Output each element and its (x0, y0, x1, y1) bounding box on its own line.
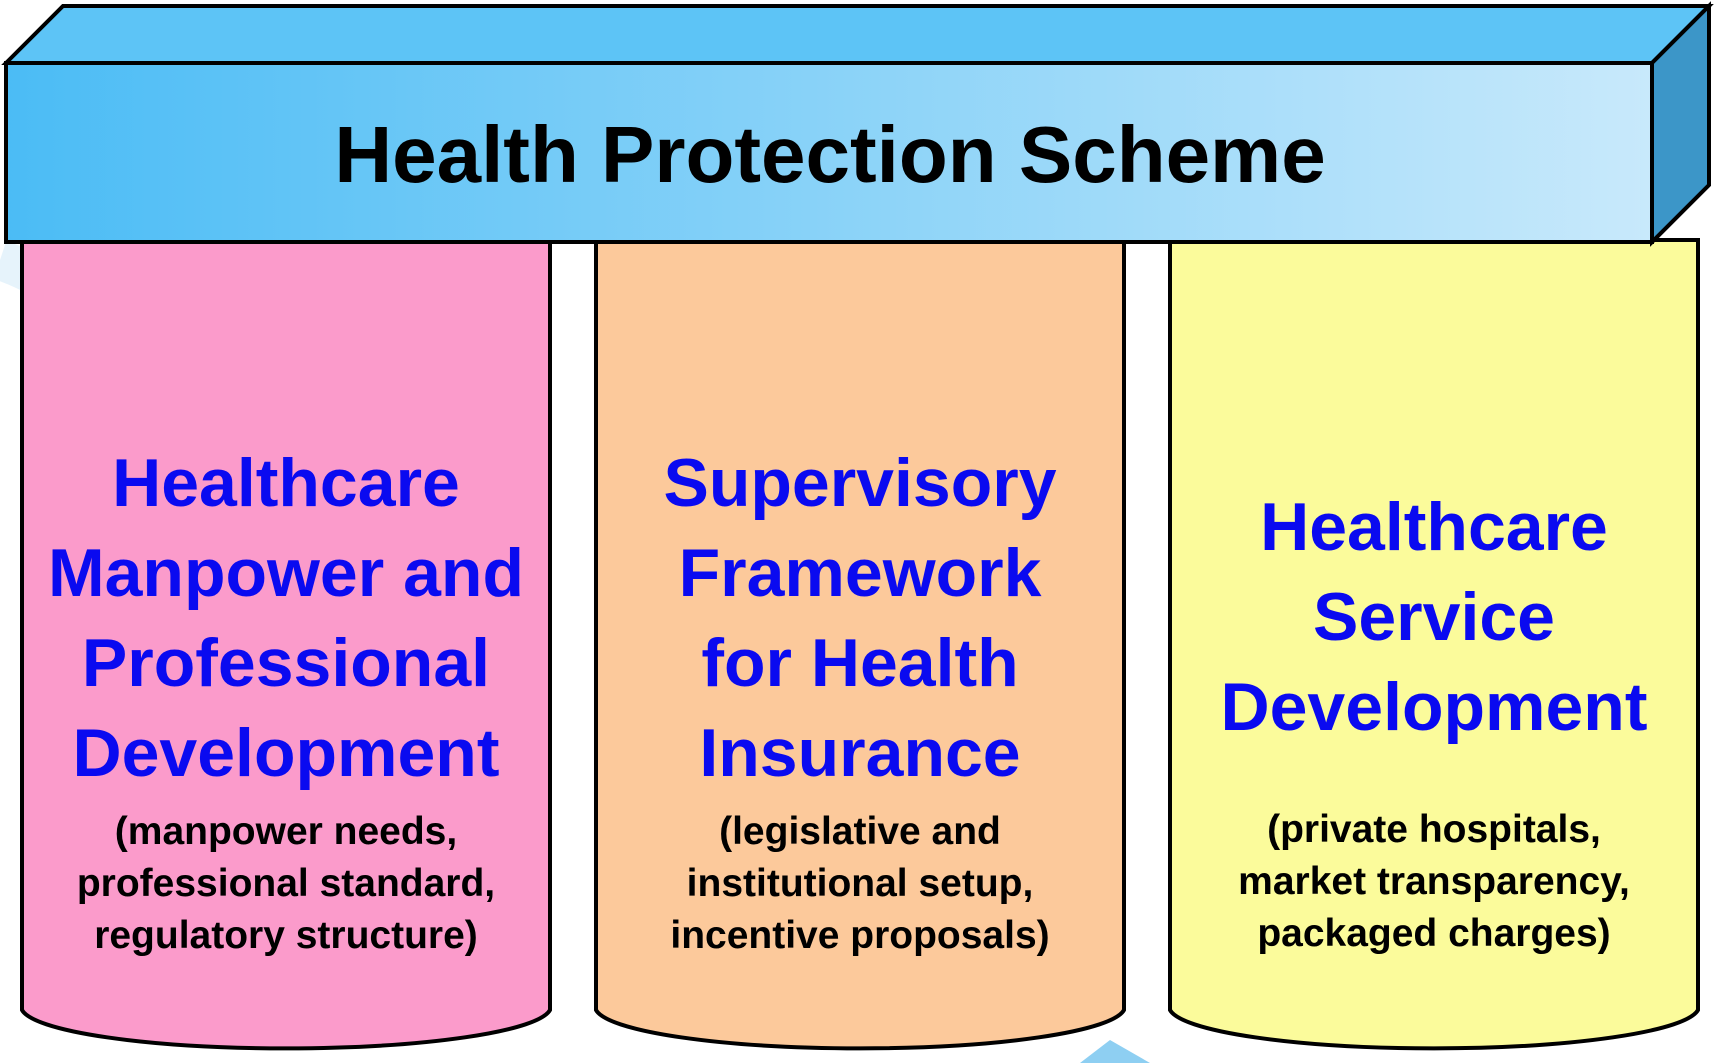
beam-top-face (1, 4, 1714, 65)
pillar-1-title: Healthcare Manpower and Professional Dev… (47, 445, 525, 791)
background-corner-mark (1080, 1040, 1150, 1063)
pillar-1-text: Healthcare Manpower and Professional Dev… (22, 438, 550, 962)
pillar-2-text: Supervisory Framework for Health Insuran… (596, 438, 1124, 962)
beam-title: Health Protection Scheme (334, 110, 1326, 199)
pillar-3-title: Healthcare Service Development (1220, 489, 1648, 745)
pillar-3-body (1168, 238, 1700, 1051)
pillar-3-subtitle: (private hospitals, market transparency,… (1238, 808, 1630, 955)
pillar-3-text: Healthcare Service Development (private … (1170, 482, 1698, 960)
pillar-2-title: Supervisory Framework for Health Insuran… (663, 445, 1057, 791)
pillar-2-body (594, 238, 1126, 1051)
pillar-1-subtitle: (manpower needs, professional standard, … (76, 810, 496, 957)
pillar-2-subtitle: (legislative and institutional setup, in… (670, 810, 1050, 957)
pillar-1-body (20, 238, 552, 1051)
beam-front-face (4, 61, 1654, 244)
